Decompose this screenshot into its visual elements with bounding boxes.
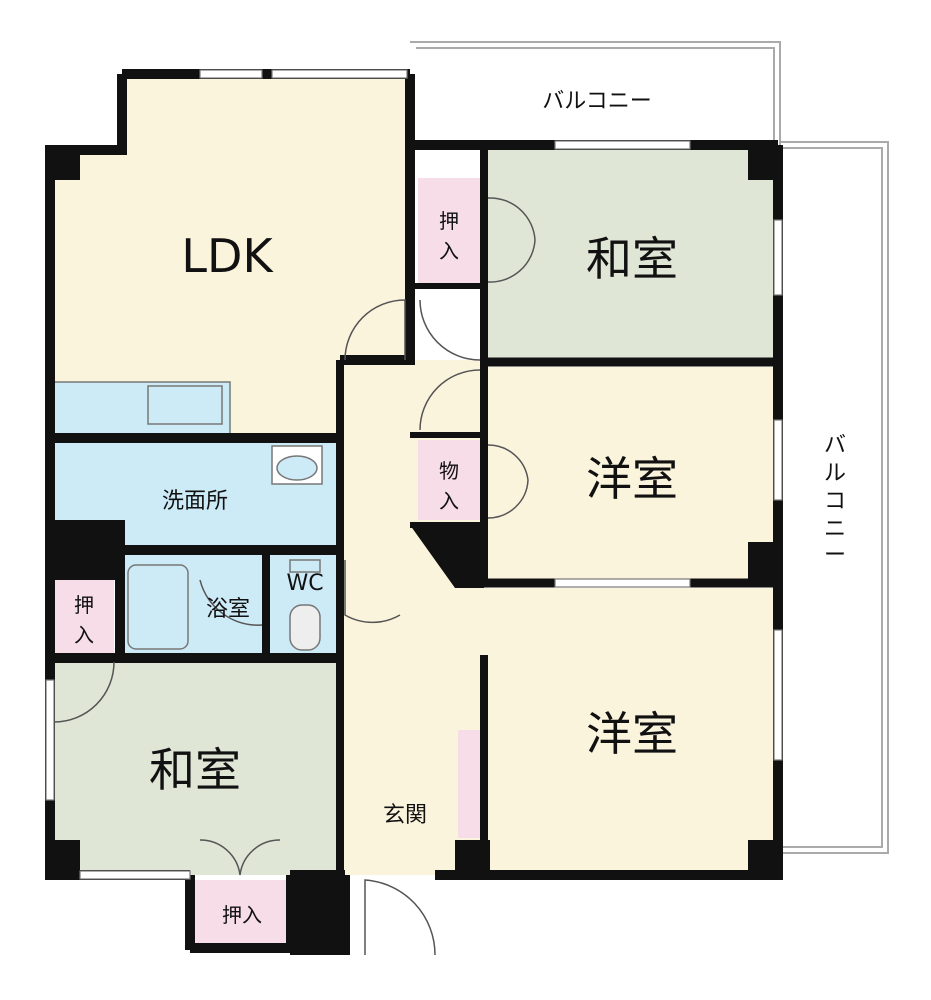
balcony-right-char-4: ニ — [824, 517, 846, 542]
closet-bottom — [194, 880, 288, 944]
bathtub — [127, 564, 189, 650]
closet-storage-char-1: 物 — [439, 459, 459, 483]
room-label-western-bottom: 洋室 — [586, 707, 678, 761]
closet-left-char-2: 入 — [74, 623, 94, 647]
closet-top — [418, 178, 480, 286]
shoe-cabinet — [458, 730, 482, 838]
wash-basin — [271, 445, 323, 485]
toilet — [289, 559, 321, 651]
room-label-western-middle: 洋室 — [586, 452, 678, 506]
balcony-right — [780, 141, 889, 854]
closet-storage — [418, 440, 480, 520]
room-label-wc: WC — [286, 571, 323, 596]
balcony-top-label: バルコニー — [542, 89, 652, 114]
room-label-japanese-top: 和室 — [586, 232, 678, 286]
windows — [45, 69, 783, 880]
doors — [53, 197, 536, 956]
closet-bottom-label: 押入 — [222, 903, 262, 927]
closet-left-char-1: 押 — [74, 593, 94, 617]
closet-left — [50, 580, 114, 654]
balcony-right-char-3: コ — [824, 489, 846, 514]
entrance-floor — [345, 758, 455, 873]
room-label-ldk: LDK — [181, 229, 274, 283]
western-bottom-floor — [488, 588, 778, 873]
closet-storage-char-2: 入 — [439, 489, 459, 513]
western-middle-floor — [488, 367, 778, 582]
columns — [45, 145, 783, 955]
room-label-washroom: 洗面所 — [162, 489, 228, 514]
closet-top-char-1: 押 — [439, 209, 459, 233]
balcony-right-char-1: バ — [824, 433, 846, 458]
japanese-bottom-floor — [50, 660, 340, 875]
balcony-top — [410, 41, 781, 145]
balcony-right-char-5: ー — [824, 543, 846, 568]
room-label-bath: 浴室 — [206, 597, 250, 622]
closet-top-char-2: 入 — [439, 239, 459, 263]
japanese-top-floor — [488, 148, 778, 361]
ldk-floor — [50, 74, 410, 440]
balcony-right-char-2: ル — [824, 461, 846, 486]
kitchen-counter — [53, 381, 231, 435]
room-label-entrance: 玄関 — [383, 803, 427, 828]
room-label-japanese-bottom: 和室 — [149, 743, 241, 797]
